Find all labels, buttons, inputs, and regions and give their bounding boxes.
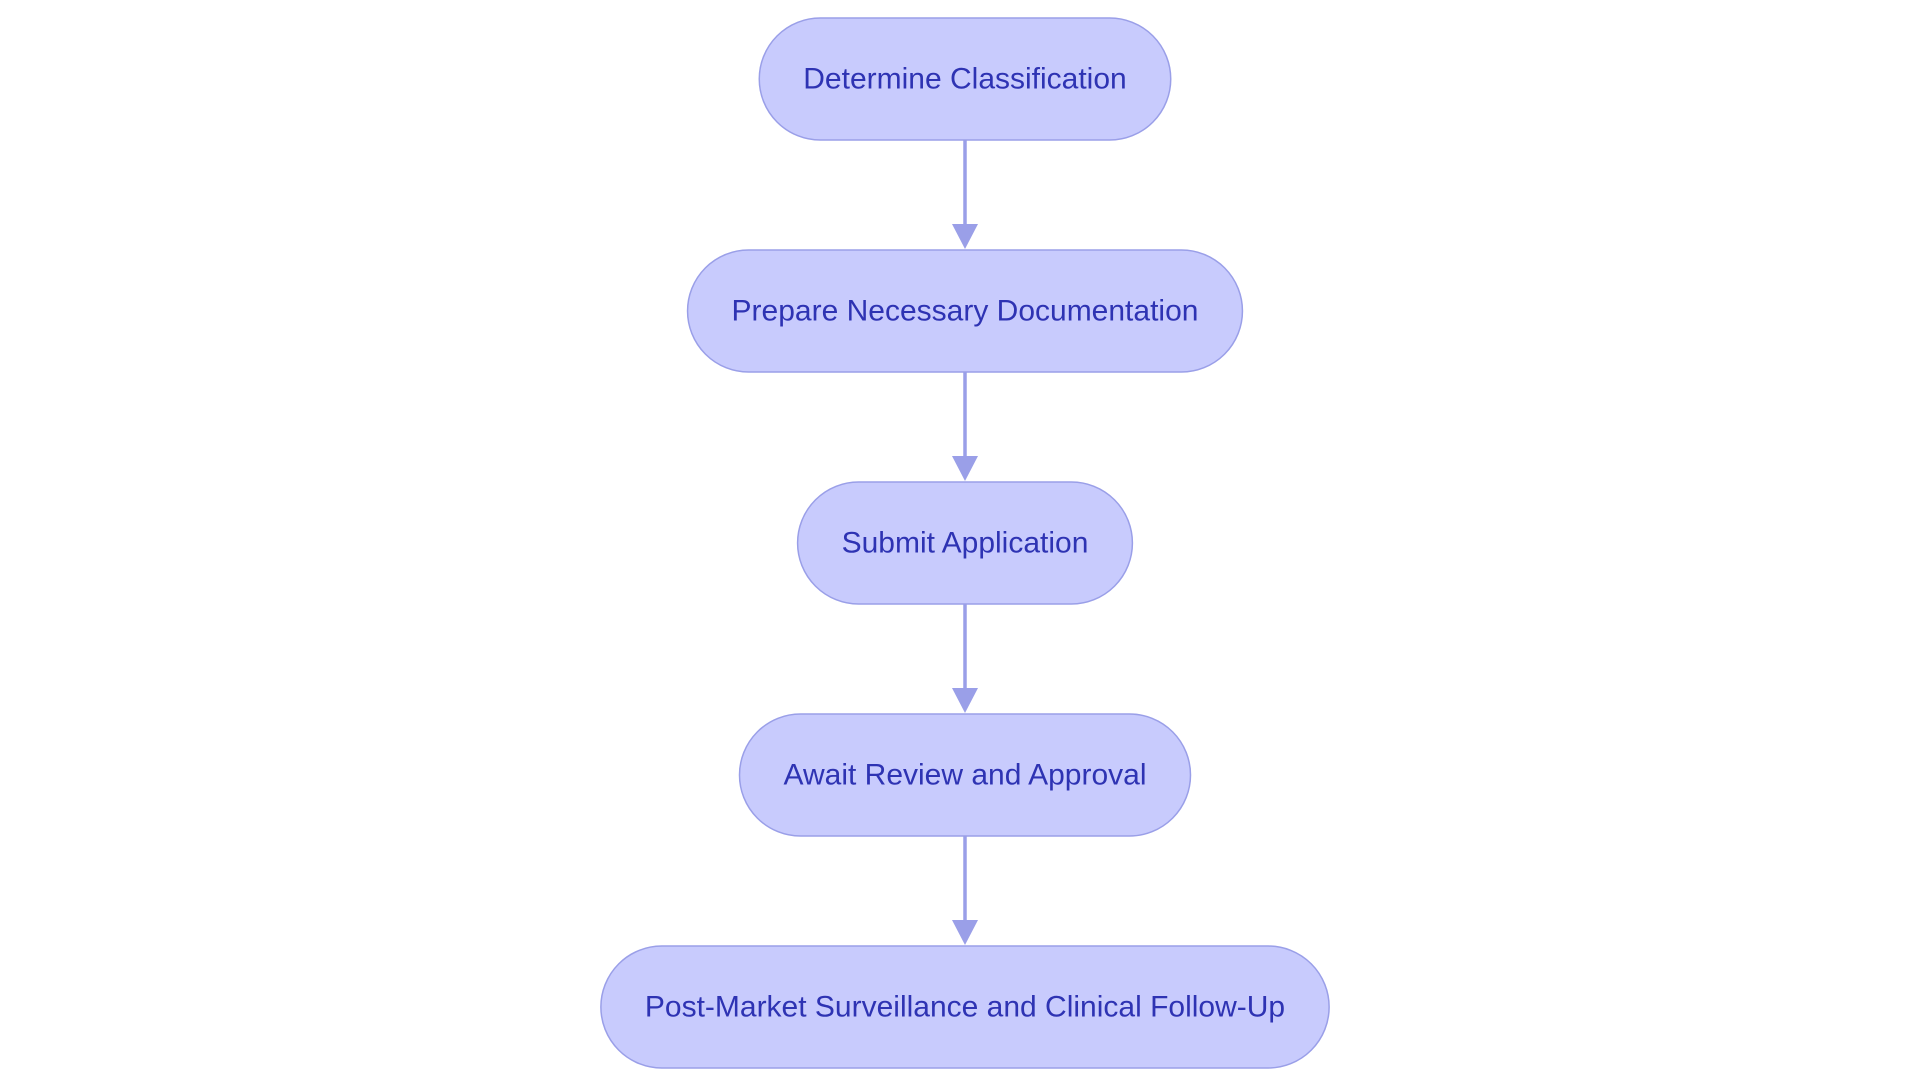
flow-node-shape	[600, 945, 1330, 1069]
flow-node-label: Post-Market Surveillance and Clinical Fo…	[645, 991, 1285, 1024]
arrow-head-icon	[952, 456, 978, 481]
flow-node-3: Submit Application	[796, 481, 1134, 605]
arrow-head-icon	[952, 224, 978, 249]
flow-node-1: Determine Classification	[758, 17, 1172, 141]
flow-arrow-3	[952, 604, 978, 713]
flow-node-label: Await Review and Approval	[784, 759, 1147, 792]
arrow-head-icon	[952, 920, 978, 945]
flow-node-shape	[796, 481, 1134, 605]
arrow-head-icon	[952, 688, 978, 713]
flow-arrow-4	[952, 836, 978, 945]
flow-arrow-2	[952, 372, 978, 481]
flow-node-5: Post-Market Surveillance and Clinical Fo…	[600, 945, 1330, 1069]
flow-node-label: Determine Classification	[803, 63, 1126, 96]
flow-node-shape	[738, 713, 1192, 837]
flow-node-shape	[686, 249, 1244, 373]
flow-arrow-1	[952, 140, 978, 249]
flow-node-2: Prepare Necessary Documentation	[686, 249, 1244, 373]
flow-node-label: Submit Application	[842, 527, 1089, 560]
flow-node-label: Prepare Necessary Documentation	[732, 295, 1199, 328]
edges-layer	[952, 140, 978, 945]
flow-node-shape	[758, 17, 1172, 141]
flow-node-4: Await Review and Approval	[738, 713, 1192, 837]
